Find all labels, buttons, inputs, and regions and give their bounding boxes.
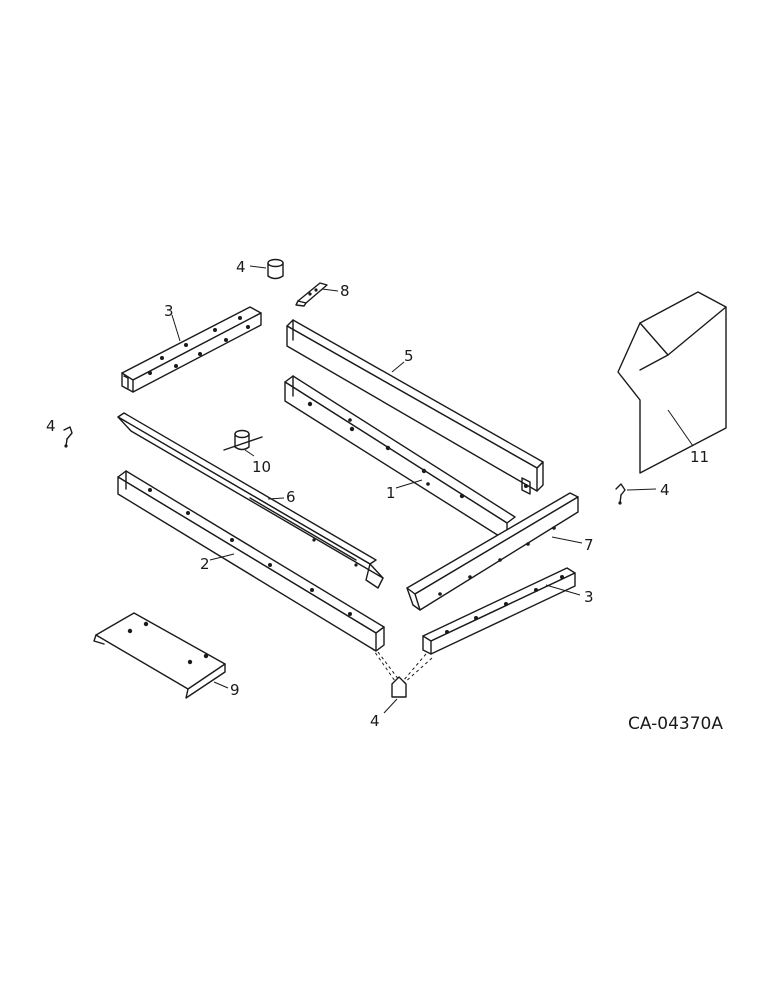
callout-4-top: 4	[236, 258, 246, 276]
part-6-angle-rail	[117, 412, 384, 589]
callout-5: 5	[404, 347, 414, 365]
callout-4-bottom: 4	[370, 712, 380, 730]
part-4-end-cap-bottom	[371, 647, 433, 698]
callout-4-right: 4	[660, 481, 670, 499]
callout-3-top: 3	[164, 302, 174, 320]
callout-3-bottom: 3	[584, 588, 594, 606]
part-9-mounting-plate	[93, 612, 226, 699]
callout-1: 1	[386, 484, 396, 502]
part-11-shield	[617, 291, 727, 474]
callout-10: 10	[252, 458, 271, 476]
callout-9: 9	[230, 681, 240, 699]
callout-6: 6	[286, 488, 296, 506]
callout-4-left: 4	[46, 417, 56, 435]
part-10-bushing	[223, 429, 263, 451]
part-1-channel	[284, 375, 516, 542]
part-7-angle	[406, 492, 579, 611]
part-4-spacer-top	[267, 258, 284, 280]
part-2-channel	[117, 470, 385, 652]
part-4-clip-left	[63, 426, 73, 448]
callout-8: 8	[340, 282, 350, 300]
part-8-bracket	[295, 282, 328, 307]
callout-11: 11	[690, 448, 709, 466]
callout-7: 7	[584, 536, 594, 554]
callout-2: 2	[200, 555, 210, 573]
part-5-rail	[286, 319, 544, 495]
drawing-code: CA-04370A	[628, 714, 723, 734]
part-3-channel-bottom	[422, 567, 576, 655]
part-3-channel-top	[121, 306, 262, 393]
part-4-clip-right	[615, 483, 626, 505]
